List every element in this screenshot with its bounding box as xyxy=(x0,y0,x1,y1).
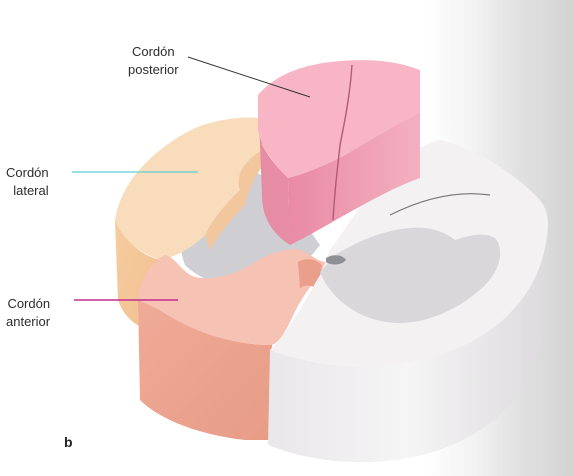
anterior-cord-label: Cordón anterior xyxy=(6,295,50,331)
panel-letter: b xyxy=(64,434,73,450)
posterior-label-line2: posterior xyxy=(128,61,179,79)
posterior-label-line1: Cordón xyxy=(128,43,179,61)
anterior-label-line2: anterior xyxy=(6,313,50,331)
lateral-label-line1: Cordón xyxy=(6,164,49,182)
lateral-label-line2: lateral xyxy=(6,182,49,200)
lateral-cord-label: Cordón lateral xyxy=(6,164,49,200)
anterior-label-line1: Cordón xyxy=(6,295,50,313)
posterior-cord-label: Cordón posterior xyxy=(128,43,179,79)
